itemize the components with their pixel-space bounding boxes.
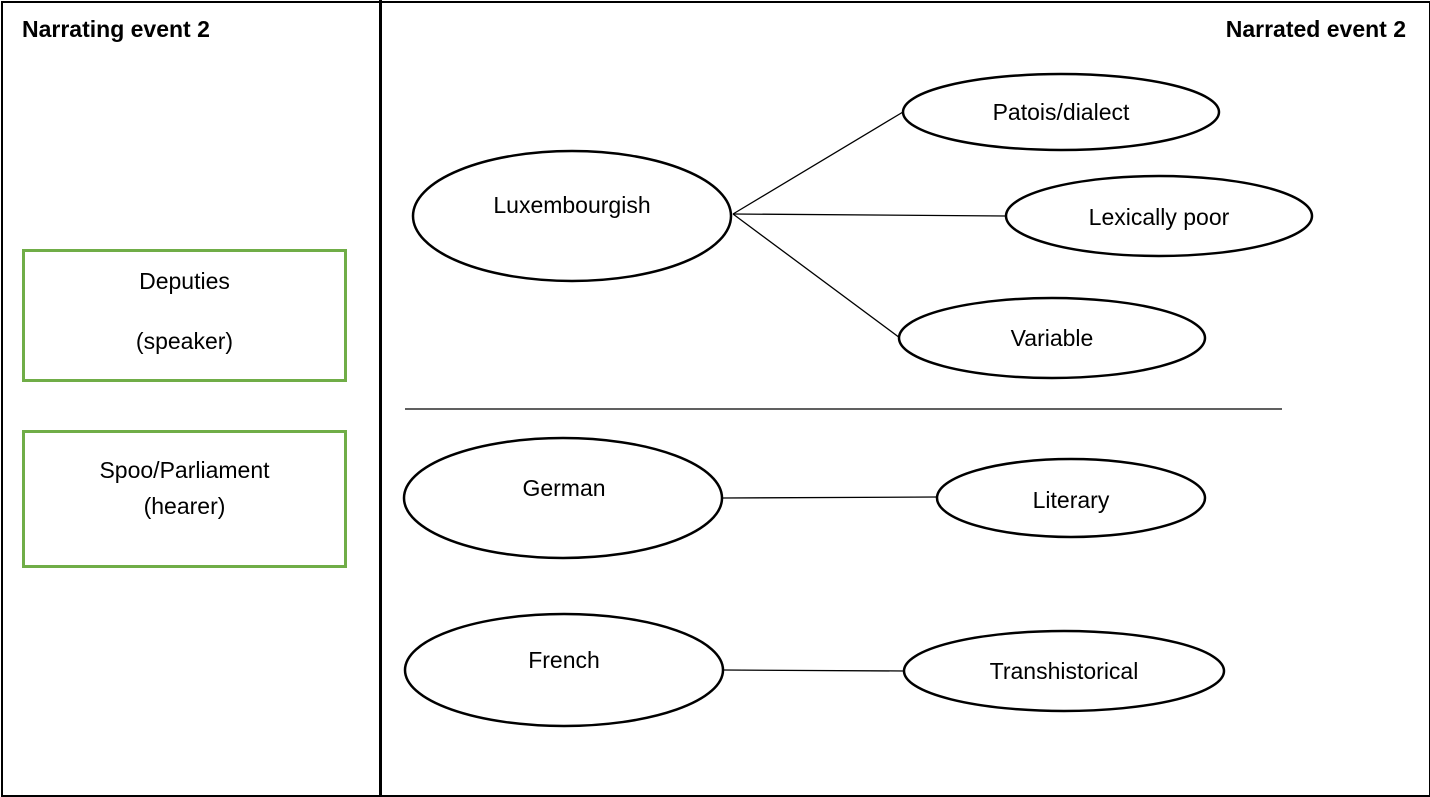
hearer-name: Spoo/Parliament xyxy=(99,457,270,483)
column-divider xyxy=(379,0,382,796)
lexically-poor-node xyxy=(1004,174,1314,258)
transhistorical-label: Transhistorical xyxy=(990,658,1139,684)
hearer-role: (hearer) xyxy=(143,493,226,519)
luxembourgish-label: Luxembourgish xyxy=(493,192,650,218)
variable-node xyxy=(897,296,1207,380)
patois-node xyxy=(901,72,1221,152)
transhistorical-node xyxy=(902,629,1226,713)
variable-label: Variable xyxy=(1011,325,1094,351)
literary-label: Literary xyxy=(1033,487,1110,513)
connector-luxembourgish-patois xyxy=(732,111,904,215)
literary-node xyxy=(935,457,1207,539)
narrated-event-heading: Narrated event 2 xyxy=(1225,16,1406,42)
speaker-name: Deputies xyxy=(139,268,230,294)
connector-luxembourgish-lexically-poor xyxy=(732,213,1007,217)
french-node xyxy=(403,612,725,728)
german-label: German xyxy=(522,475,605,501)
german-node xyxy=(402,436,724,560)
luxembourgish-node xyxy=(411,149,733,283)
speaker-role: (speaker) xyxy=(135,328,234,354)
connector-german-literary xyxy=(722,496,938,499)
patois-label: Patois/dialect xyxy=(993,99,1130,125)
connector-luxembourgish-variable xyxy=(732,213,901,339)
lexically-poor-label: Lexically poor xyxy=(1089,204,1230,230)
speaker-box: Deputies (speaker) xyxy=(22,249,347,382)
narrating-event-heading: Narrating event 2 xyxy=(22,16,210,42)
french-label: French xyxy=(528,647,600,673)
hearer-box: Spoo/Parliament (hearer) xyxy=(22,430,347,568)
connector-french-transhistorical xyxy=(722,669,906,672)
